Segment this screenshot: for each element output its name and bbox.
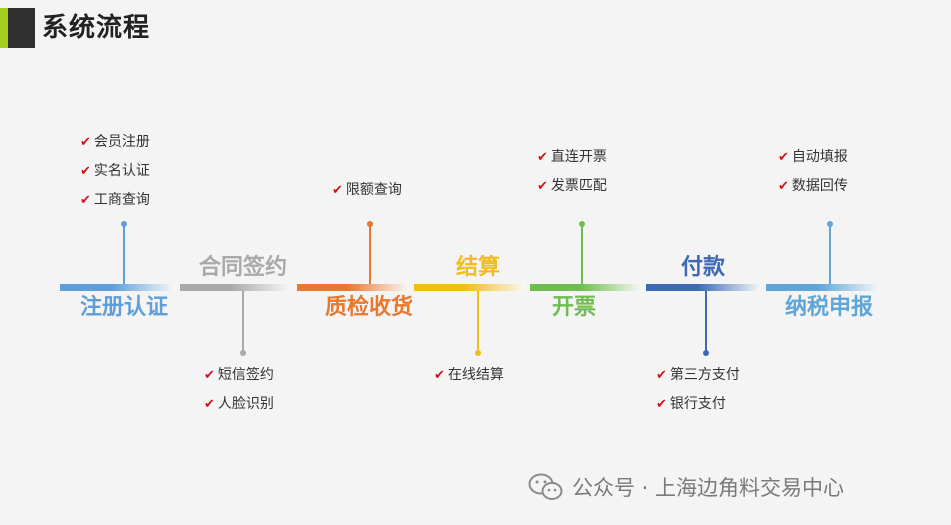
check-icon: ✔ xyxy=(80,135,91,150)
check-icon: ✔ xyxy=(434,368,445,383)
list-item: ✔银行支付 xyxy=(656,390,740,419)
check-icon: ✔ xyxy=(778,179,789,194)
list-item: ✔限额查询 xyxy=(332,176,402,205)
subitems-inspection: ✔限额查询 xyxy=(332,176,402,205)
list-item-label: 数据回传 xyxy=(791,178,848,194)
timeline-segment-register xyxy=(60,284,175,291)
check-icon: ✔ xyxy=(778,150,789,165)
list-item: ✔发票匹配 xyxy=(537,172,607,201)
subitems-register: ✔会员注册 ✔实名认证 ✔工商查询 xyxy=(80,128,150,215)
list-item: ✔短信签约 xyxy=(204,361,274,390)
connector-settlement xyxy=(477,291,479,353)
list-item-label: 直连开票 xyxy=(550,149,607,165)
step-label-payment: 付款 xyxy=(680,255,725,280)
check-icon: ✔ xyxy=(204,397,215,412)
list-item: ✔工商查询 xyxy=(80,186,150,215)
list-item-label: 发票匹配 xyxy=(550,178,607,194)
subitems-tax: ✔自动填报 ✔数据回传 xyxy=(778,143,848,201)
step-label-register: 注册认证 xyxy=(79,295,168,320)
list-item-label: 限额查询 xyxy=(345,182,402,198)
list-item: ✔直连开票 xyxy=(537,143,607,172)
list-item-label: 在线结算 xyxy=(447,367,504,383)
connector-dot-tax xyxy=(827,221,833,227)
subitems-settlement: ✔在线结算 xyxy=(434,361,504,390)
timeline-segment-inspection xyxy=(297,284,409,291)
check-icon: ✔ xyxy=(656,368,667,383)
connector-dot-settlement xyxy=(475,350,481,356)
step-label-settlement: 结算 xyxy=(455,255,500,280)
list-item-label: 会员注册 xyxy=(93,134,150,150)
connector-inspection xyxy=(369,224,371,284)
header-dark-bar xyxy=(8,8,35,48)
connector-dot-payment xyxy=(703,350,709,356)
step-label-inspection: 质检收货 xyxy=(324,295,413,320)
list-item: ✔人脸识别 xyxy=(204,390,274,419)
list-item-label: 工商查询 xyxy=(93,192,150,208)
step-label-tax: 纳税申报 xyxy=(784,295,873,320)
connector-dot-inspection xyxy=(367,221,373,227)
footer-watermark: 公众号 · 上海边角料交易中心 xyxy=(528,470,844,504)
list-item-label: 人脸识别 xyxy=(217,396,274,412)
subitems-payment: ✔第三方支付 ✔银行支付 xyxy=(656,361,740,419)
check-icon: ✔ xyxy=(80,193,91,208)
timeline-segment-invoice xyxy=(530,284,642,291)
connector-dot-register xyxy=(121,221,127,227)
connector-contract xyxy=(242,291,244,353)
page-title: 系统流程 xyxy=(42,13,151,43)
connector-payment xyxy=(705,291,707,353)
list-item: ✔数据回传 xyxy=(778,172,848,201)
check-icon: ✔ xyxy=(537,179,548,194)
connector-dot-invoice xyxy=(579,221,585,227)
step-label-contract: 合同签约 xyxy=(198,255,287,280)
timeline-segment-settlement xyxy=(414,284,526,291)
timeline-segment-tax xyxy=(766,284,881,291)
subitems-contract: ✔短信签约 ✔人脸识别 xyxy=(204,361,274,419)
connector-register xyxy=(123,224,125,284)
list-item-label: 银行支付 xyxy=(669,396,726,412)
connector-dot-contract xyxy=(240,350,246,356)
header-accent-bar xyxy=(0,8,8,48)
wechat-icon xyxy=(528,473,563,500)
list-item-label: 自动填报 xyxy=(791,149,848,165)
footer-text: 公众号 · 上海边角料交易中心 xyxy=(572,476,845,500)
check-icon: ✔ xyxy=(332,183,343,198)
list-item: ✔自动填报 xyxy=(778,143,848,172)
list-item: ✔实名认证 xyxy=(80,157,150,186)
list-item-label: 实名认证 xyxy=(93,163,150,179)
connector-tax xyxy=(829,224,831,284)
check-icon: ✔ xyxy=(537,150,548,165)
subitems-invoice: ✔直连开票 ✔发票匹配 xyxy=(537,143,607,201)
connector-invoice xyxy=(581,224,583,284)
timeline-segment-payment xyxy=(646,284,761,291)
check-icon: ✔ xyxy=(204,368,215,383)
check-icon: ✔ xyxy=(80,164,91,179)
list-item-label: 短信签约 xyxy=(217,367,274,383)
list-item: ✔第三方支付 xyxy=(656,361,740,390)
timeline-segment-contract xyxy=(180,284,292,291)
list-item: ✔在线结算 xyxy=(434,361,504,390)
list-item-label: 第三方支付 xyxy=(669,367,740,383)
check-icon: ✔ xyxy=(656,397,667,412)
list-item: ✔会员注册 xyxy=(80,128,150,157)
step-label-invoice: 开票 xyxy=(551,295,596,320)
